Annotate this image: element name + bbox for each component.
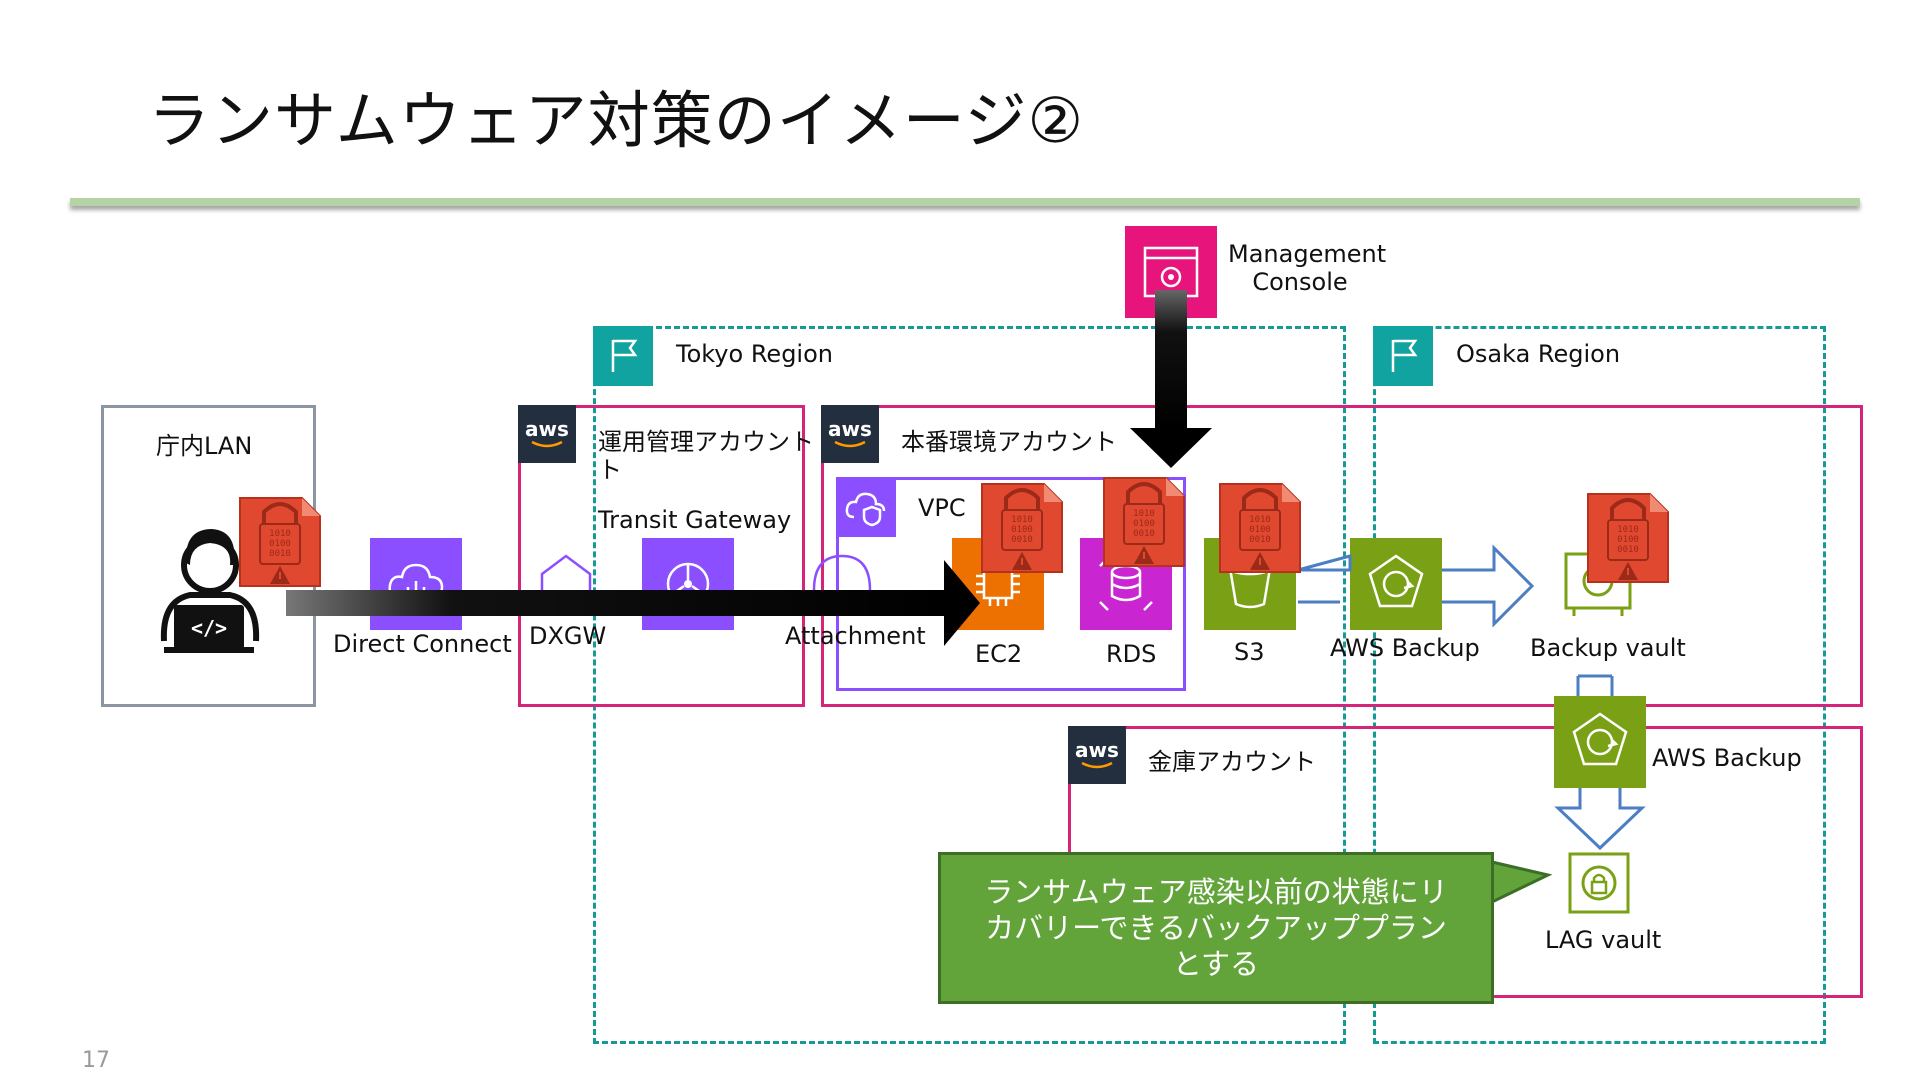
prod-account-label: 本番環境アカウント bbox=[901, 428, 1117, 456]
developer-user-icon: </> bbox=[154, 523, 262, 653]
vpc-cloud-icon bbox=[836, 477, 896, 537]
aws-logo-icon: aws bbox=[1068, 726, 1126, 784]
osaka-region-box bbox=[1373, 326, 1826, 1044]
attachment-icon bbox=[810, 552, 874, 592]
lag-vault-icon bbox=[1566, 850, 1632, 916]
aws-logo-icon: aws bbox=[821, 405, 879, 463]
ransom-bits-line1: 1010 bbox=[1249, 515, 1271, 525]
management-console-icon bbox=[1125, 226, 1217, 318]
onprem-lan-label: 庁内LAN bbox=[156, 432, 253, 460]
ransom-bits-line3: 0010 bbox=[1011, 535, 1033, 545]
slide-page-number: 17 bbox=[82, 1048, 110, 1073]
vpc-label: VPC bbox=[918, 494, 966, 522]
management-console-label: Management Console bbox=[1228, 240, 1387, 296]
ransom-bits-line2: 0100 bbox=[1249, 525, 1271, 535]
ransom-bits-line1: 1010 bbox=[1133, 509, 1155, 519]
aws-backup-tokyo-label: AWS Backup bbox=[1330, 634, 1480, 662]
ransom-bits-line1: 1010 bbox=[269, 529, 291, 539]
backup-vault-label: Backup vault bbox=[1530, 634, 1686, 662]
vpc-box bbox=[836, 477, 1186, 691]
aws-backup-osaka-label: AWS Backup bbox=[1652, 744, 1802, 772]
flag-icon bbox=[1373, 326, 1433, 386]
title-underline bbox=[70, 198, 1860, 206]
ops-account-box bbox=[518, 405, 805, 707]
dxgw-label: DXGW bbox=[529, 622, 607, 650]
aws-backup-icon bbox=[1350, 538, 1442, 630]
aws-backup-icon bbox=[1554, 696, 1646, 788]
ransom-bits-line2: 0100 bbox=[269, 539, 291, 549]
management-console-label-line2: Console bbox=[1252, 268, 1348, 296]
attachment-label: Attachment bbox=[785, 622, 926, 650]
slide-title: ランサムウェア対策のイメージ② bbox=[148, 84, 1085, 157]
tokyo-region-label: Tokyo Region bbox=[676, 340, 833, 368]
rds-label: RDS bbox=[1106, 640, 1157, 668]
recovery-callout: ランサムウェア感染以前の状態にリカバリーできるバックアッププランとする bbox=[938, 852, 1494, 1004]
flag-icon bbox=[593, 326, 653, 386]
ec2-label: EC2 bbox=[975, 640, 1023, 668]
ransom-bits-line1: 1010 bbox=[1011, 515, 1033, 525]
ops-account-label-wrap: ト bbox=[598, 456, 622, 484]
callout-pointer bbox=[1490, 860, 1553, 905]
ransom-bits-line3: 0010 bbox=[1133, 529, 1155, 539]
attack-arrow-horizontal bbox=[286, 560, 980, 646]
direct-connect-label: Direct Connect bbox=[333, 630, 512, 658]
ops-account-label: 運用管理アカウント bbox=[598, 428, 814, 456]
ransom-bits-line2: 0100 bbox=[1133, 519, 1155, 529]
prod-account-box bbox=[821, 405, 1863, 707]
ransom-bits-line2: 0100 bbox=[1011, 525, 1033, 535]
aws-logo-icon: aws bbox=[518, 405, 576, 463]
tokyo-region-box bbox=[593, 326, 1346, 1044]
management-console-label-line1: Management bbox=[1228, 240, 1387, 268]
lag-vault-label: LAG vault bbox=[1545, 926, 1662, 954]
transit-gateway-label: Transit Gateway bbox=[598, 506, 792, 534]
s3-label: S3 bbox=[1234, 638, 1265, 666]
ransom-bits-line3: 0010 bbox=[269, 549, 291, 559]
backup-flow-arrow-down bbox=[1554, 674, 1646, 851]
ransom-bits-line3: 0010 bbox=[1617, 545, 1639, 555]
attack-arrow-vertical bbox=[1130, 290, 1212, 468]
vault-account-label: 金庫アカウント bbox=[1148, 748, 1316, 776]
ransom-bits-line3: 0010 bbox=[1249, 535, 1271, 545]
osaka-region-label: Osaka Region bbox=[1456, 340, 1621, 368]
svg-text:</>: </> bbox=[191, 616, 227, 640]
backup-flow-arrow-right bbox=[1297, 544, 1535, 628]
ransom-bits-line2: 0100 bbox=[1617, 535, 1639, 545]
ransom-bits-line1: 1010 bbox=[1617, 525, 1639, 535]
dxgw-icon bbox=[538, 552, 594, 612]
